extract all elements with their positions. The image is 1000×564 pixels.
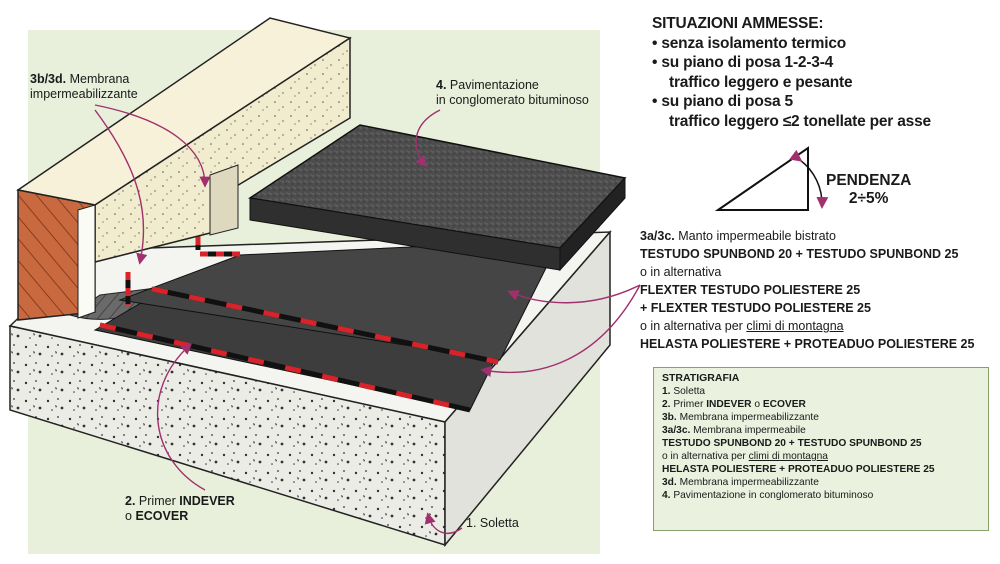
- parapet-step: [209, 164, 239, 236]
- strati-row-8-num: 3d.: [662, 477, 677, 488]
- pendenza-label: PENDENZA 2÷5%: [826, 172, 911, 208]
- situazioni-item-2: • su piano di posa 1-2-3-4: [652, 53, 931, 73]
- bullet-icon: •: [652, 34, 658, 52]
- label-pavimentazione: 4. Pavimentazione in conglomerato bitumi…: [436, 78, 589, 108]
- manto-text: Manto impermeabile bistrato: [678, 229, 836, 243]
- pendenza-value: 2÷5%: [848, 190, 889, 207]
- strati-row-2: 2. Primer INDEVER o ECOVER: [662, 398, 980, 411]
- label-membrana-text2: impermeabilizzante: [30, 87, 138, 101]
- bullet-icon: •: [652, 93, 658, 110]
- strati-row-6-b: climi di montagna: [748, 451, 828, 462]
- label-pavimentazione-text2: in conglomerato bituminoso: [436, 93, 589, 107]
- strati-row-2-a: Primer: [673, 399, 704, 410]
- situazioni-item-3-line1: su piano di posa 5: [661, 93, 793, 110]
- slope-indicator: [714, 146, 829, 211]
- manto-l1: TESTUDO SPUNBOND 20 + TESTUDO SPUNBOND 2…: [640, 247, 959, 261]
- label-pavimentazione-num: 4.: [436, 78, 447, 92]
- bullet-icon: •: [652, 54, 658, 71]
- manto-l3: FLEXTER TESTUDO POLIESTERE 25: [640, 283, 861, 297]
- strati-row-2-b: INDEVER: [706, 399, 752, 410]
- situazioni-item-1: • senza isolamento termico: [652, 34, 931, 54]
- asphalt-side: [559, 176, 626, 272]
- situazioni-title: SITUAZIONI AMMESSE:: [652, 15, 824, 32]
- strati-row-1: 1. Soletta: [662, 385, 980, 398]
- label-membrana: 3b/3d. Membrana impermeabilizzante: [30, 72, 138, 102]
- manto-heading: 3a/3c. Manto impermeabile bistrato: [640, 227, 974, 245]
- strati-row-9-num: 4.: [662, 490, 671, 501]
- strati-row-4-text: Membrana impermeabile: [693, 425, 806, 436]
- situazioni-item-1-line1: senza isolamento termico: [661, 34, 847, 52]
- situazioni-item-2-line2: traffico leggero e pesante: [669, 73, 853, 91]
- strati-row-9: 4. Pavimentazione in conglomerato bitumi…: [662, 489, 980, 502]
- label-membrana-text1: Membrana: [69, 72, 130, 86]
- strati-row-9-text: Pavimentazione in conglomerato bituminos…: [673, 490, 874, 501]
- stratigrafia-title: STRATIGRAFIA: [662, 372, 740, 384]
- situazioni-item-2-line1: su piano di posa 1-2-3-4: [661, 54, 834, 71]
- situazioni-item-3: • su piano di posa 5: [652, 92, 931, 112]
- strati-row-5: TESTUDO SPUNBOND 20 + TESTUDO SPUNBOND 2…: [662, 437, 980, 450]
- strati-row-2-num: 2.: [662, 399, 671, 410]
- strati-row-3: 3b. Membrana impermeabilizzante: [662, 411, 980, 424]
- strati-row-3-num: 3b.: [662, 412, 677, 423]
- label-primer: 2. Primer INDEVER o ECOVER: [125, 494, 235, 524]
- strati-row-5-text: TESTUDO SPUNBOND 20 + TESTUDO SPUNBOND 2…: [662, 438, 922, 449]
- leader-arrows: [94, 104, 641, 534]
- manto-l5b: climi di montagna: [746, 319, 844, 333]
- membrane-seams: [99, 195, 499, 413]
- strati-row-4-num: 3a/3c.: [662, 425, 691, 436]
- manto-l5a: o in alternativa per: [640, 319, 743, 333]
- label-primer-o: o: [125, 509, 132, 523]
- strati-row-1-num: 1.: [662, 386, 671, 397]
- strati-row-6: o in alternativa per climi di montagna: [662, 450, 980, 463]
- strati-row-8: 3d. Membrana impermeabilizzante: [662, 476, 980, 489]
- manto-l5: o in alternativa per climi di montagna: [640, 317, 974, 335]
- pendenza-title: PENDENZA: [826, 172, 912, 189]
- manto-l4: + FLEXTER TESTUDO POLIESTERE 25: [640, 301, 871, 315]
- strati-row-3-text: Membrana impermeabilizzante: [679, 412, 819, 423]
- slab-side: [444, 229, 611, 548]
- stratigrafia-box: STRATIGRAFIA 1. Soletta 2. Primer INDEVE…: [653, 367, 989, 531]
- situazioni-ammesse: SITUAZIONI AMMESSE: • senza isolamento t…: [652, 14, 931, 131]
- manto-impermeabile: 3a/3c. Manto impermeabile bistrato TESTU…: [640, 227, 974, 353]
- label-primer-b2: ECOVER: [135, 509, 189, 523]
- label-soletta: 1. Soletta: [466, 516, 519, 531]
- strati-row-1-text: Soletta: [673, 386, 706, 397]
- label-soletta-text: 1. Soletta: [466, 516, 519, 530]
- label-pavimentazione-text1: Pavimentazione: [449, 78, 539, 92]
- strati-row-6-a: o in alternativa per: [662, 451, 746, 462]
- label-primer-b1: INDEVER: [179, 494, 235, 508]
- label-primer-num: 2.: [125, 494, 136, 508]
- manto-l6: HELASTA POLIESTERE + PROTEADUO POLIESTER…: [640, 337, 975, 351]
- strati-row-2-d: ECOVER: [762, 399, 806, 410]
- label-primer-text: Primer: [138, 494, 176, 508]
- strati-row-2-c: o: [754, 399, 760, 410]
- strati-row-7-text: HELASTA POLIESTERE + PROTEADUO POLIESTER…: [662, 464, 935, 475]
- situazioni-item-3-line2: traffico leggero ≤2 tonellate per asse: [669, 112, 931, 130]
- strati-row-8-text: Membrana impermeabilizzante: [679, 477, 819, 488]
- manto-l2: o in alternativa: [640, 265, 722, 279]
- strati-row-4: 3a/3c. Membrana impermeabile: [662, 424, 980, 437]
- wall-gap: [77, 204, 96, 319]
- strati-row-7: HELASTA POLIESTERE + PROTEADUO POLIESTER…: [662, 463, 980, 476]
- label-membrana-num: 3b/3d.: [30, 72, 67, 86]
- manto-num: 3a/3c.: [640, 229, 675, 243]
